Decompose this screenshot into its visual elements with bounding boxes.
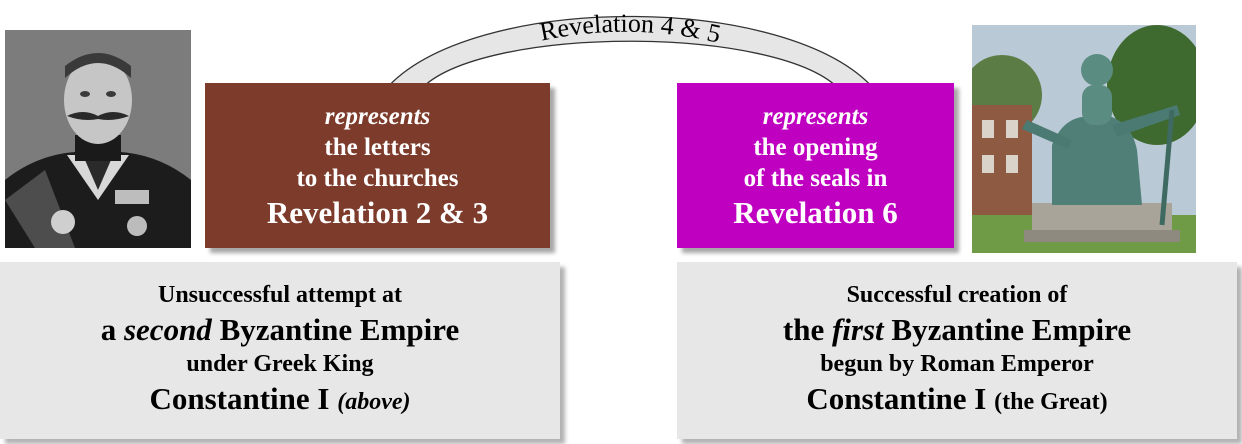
right-text-box: represents the opening of the seals in R… xyxy=(677,83,954,248)
right-panel-line4: Constantine I (the Great) xyxy=(806,381,1108,416)
right-panel-line2: the first Byzantine Empire xyxy=(782,312,1132,347)
right-box-line4: Revelation 6 xyxy=(733,194,898,230)
left-box-line1: represents xyxy=(324,102,431,130)
left-panel-line2: a second Byzantine Empire xyxy=(100,312,460,347)
left-panel-line4: Constantine I (above) xyxy=(149,381,411,416)
right-caption-panel: Successful creation of the first Byzanti… xyxy=(677,262,1237,439)
left-panel-line3: under Greek King xyxy=(186,351,374,377)
left-box-line2: the letters xyxy=(324,133,431,161)
right-panel-line1: Successful creation of xyxy=(846,282,1068,308)
right-box-line3: of the seals in xyxy=(743,164,888,192)
left-box-line4: Revelation 2 & 3 xyxy=(266,194,489,230)
right-box-line1: represents xyxy=(762,102,869,130)
left-panel-line1: Unsuccessful attempt at xyxy=(158,282,402,308)
left-photo xyxy=(5,30,191,248)
right-panel-line3: begun by Roman Emperor xyxy=(820,351,1094,377)
left-box-line3: to the churches xyxy=(296,164,459,192)
left-text-box: represents the letters to the churches R… xyxy=(205,83,550,248)
left-caption-panel: Unsuccessful attempt at a second Byzanti… xyxy=(0,262,560,439)
right-photo xyxy=(972,25,1196,253)
right-box-line2: the opening xyxy=(753,133,878,161)
